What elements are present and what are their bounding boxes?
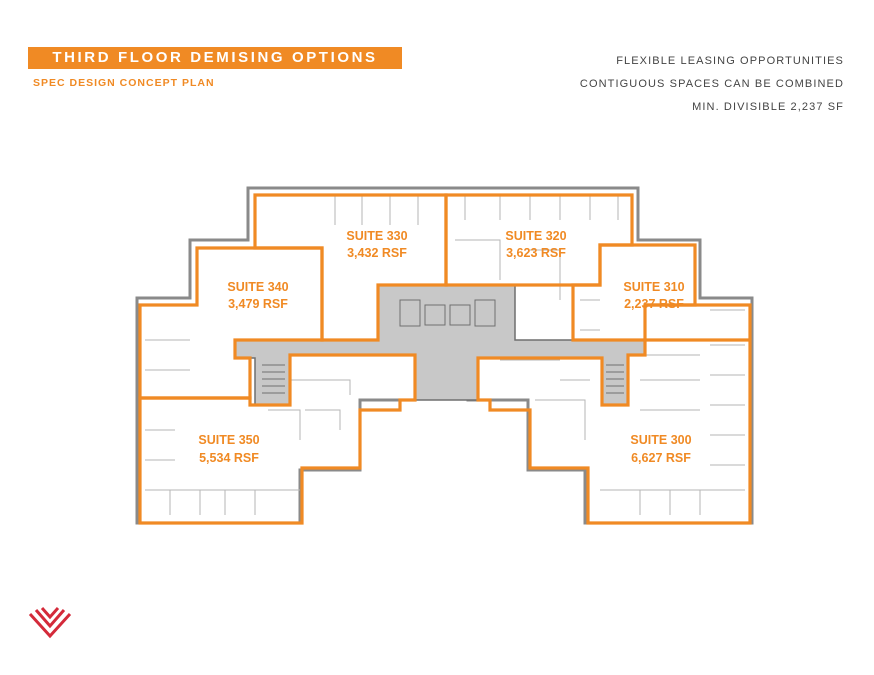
suite-300-label: SUITE 300 6,627 RSF	[630, 433, 691, 465]
suite-340-label: SUITE 340 3,479 RSF	[227, 280, 288, 311]
suite-320-label: SUITE 320 3,623 RSF	[505, 229, 566, 260]
page-title: THIRD FLOOR DEMISING OPTIONS	[28, 47, 402, 69]
suite-350-boundary	[138, 353, 417, 525]
suite-350-name: SUITE 350	[198, 433, 259, 447]
suite-310-area: 2,237 RSF	[624, 297, 684, 311]
core-details	[262, 299, 624, 394]
suite-330-name: SUITE 330	[346, 229, 407, 243]
note-flexible: FLEXIBLE LEASING OPPORTUNITIES	[616, 55, 844, 67]
suite-350-label: SUITE 350 5,534 RSF	[198, 433, 259, 465]
suite-340-name: SUITE 340	[227, 280, 288, 294]
note-min-divisible: MIN. DIVISIBLE 2,237 SF	[692, 101, 844, 113]
suite-320-name: SUITE 320	[505, 229, 566, 243]
suite-320-area: 3,623 RSF	[506, 246, 566, 260]
suite-330-label: SUITE 330 3,432 RSF	[346, 229, 407, 260]
suite-demising-lines	[138, 193, 752, 525]
suite-330-area: 3,432 RSF	[347, 246, 407, 260]
interior-partitions	[145, 195, 745, 515]
note-contiguous: CONTIGUOUS SPACES CAN BE COMBINED	[579, 78, 844, 90]
suite-340-boundary	[138, 246, 324, 400]
suite-300-name: SUITE 300	[630, 433, 691, 447]
suite-350-area: 5,534 RSF	[199, 451, 259, 465]
suite-310-label: SUITE 310 2,237 RSF	[623, 280, 684, 311]
suite-310-name: SUITE 310	[623, 280, 684, 294]
leasing-notes: FLEXIBLE LEASING OPPORTUNITIES CONTIGUOU…	[580, 54, 844, 123]
suite-300-area: 6,627 RSF	[631, 451, 691, 465]
suite-300-boundary	[476, 338, 752, 525]
chevron-logo-icon	[28, 607, 72, 639]
suite-340-area: 3,479 RSF	[228, 297, 288, 311]
page-subtitle: SPEC DESIGN CONCEPT PLAN	[33, 77, 215, 89]
